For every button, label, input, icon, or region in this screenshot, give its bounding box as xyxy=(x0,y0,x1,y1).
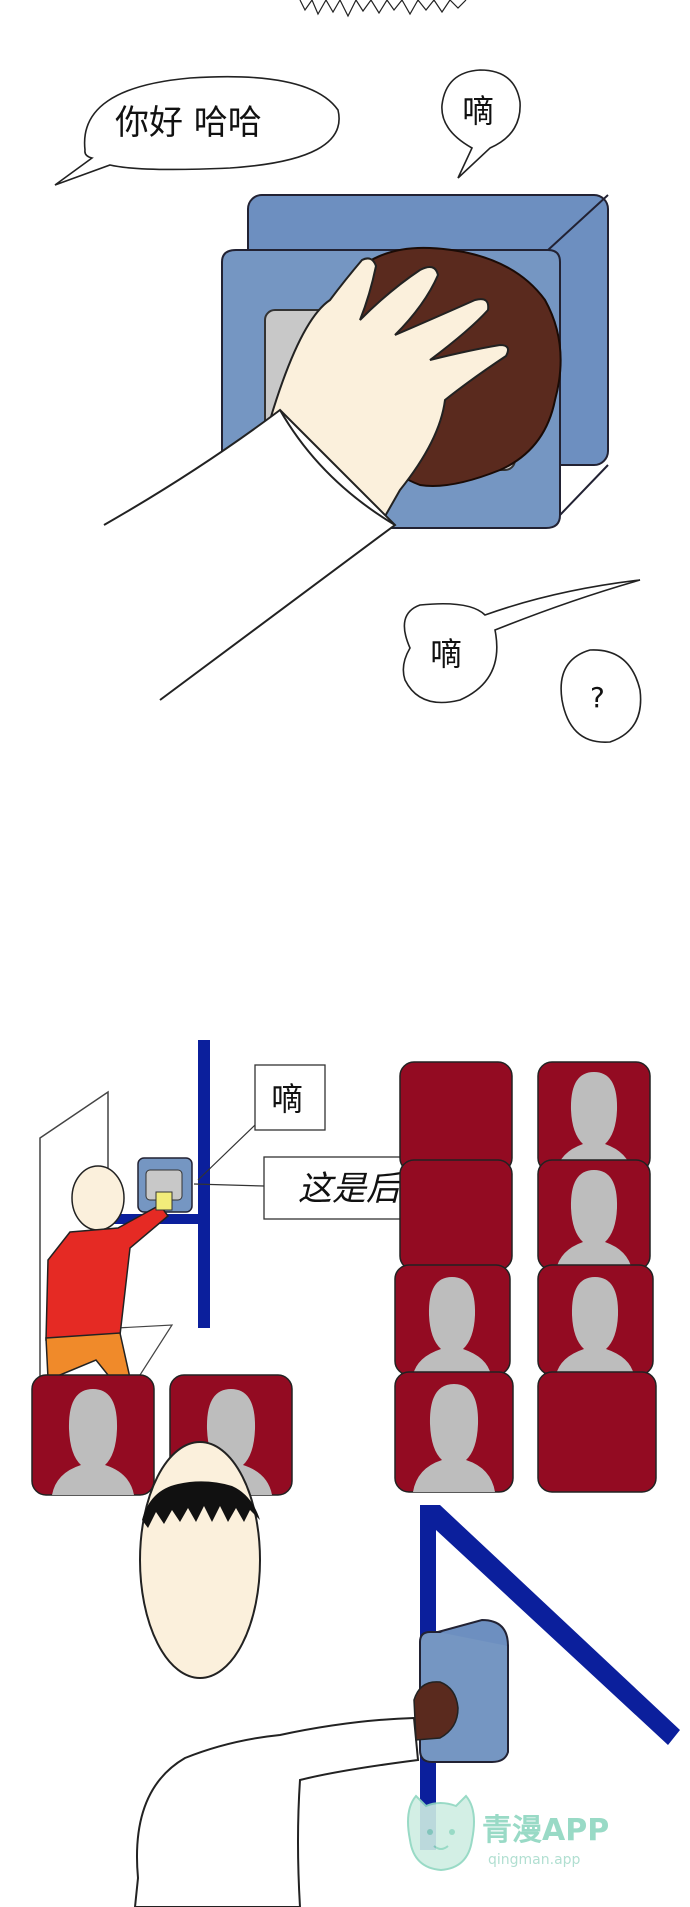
seat xyxy=(537,1371,657,1493)
seat xyxy=(537,1159,651,1271)
panel-1: 你好 哈哈 嘀 嘀 ? xyxy=(54,0,642,743)
hand-tapping xyxy=(103,257,509,701)
watermark: 青漫APP qingman.app xyxy=(407,1794,609,1872)
question-text: ? xyxy=(590,681,605,714)
beep-text-bottom: 嘀 xyxy=(430,635,462,673)
label-box-beep: 嘀 xyxy=(197,1064,326,1181)
burst-lines xyxy=(299,0,467,18)
seat xyxy=(399,1061,513,1173)
seat xyxy=(394,1371,514,1493)
beep-label-text: 嘀 xyxy=(271,1080,303,1118)
beep-text-top: 嘀 xyxy=(462,92,494,130)
watermark-title: 青漫APP xyxy=(482,1813,609,1848)
card-reader-small xyxy=(137,1157,193,1213)
man-hand xyxy=(413,1681,459,1741)
panel-2: 嘀 这是后门 xyxy=(31,1040,657,1496)
boarding-passenger xyxy=(45,1165,173,1381)
speech-bubble-greeting: 你好 哈哈 xyxy=(54,75,340,186)
seat xyxy=(537,1061,651,1173)
greeting-text: 你好 哈哈 xyxy=(115,103,262,143)
speech-bubble-beep-bottom: 嘀 xyxy=(402,579,641,704)
watermark-url: qingman.app xyxy=(488,1852,581,1868)
cat-logo-icon xyxy=(407,1794,475,1872)
panel-3 xyxy=(133,1441,680,1907)
speech-bubble-question: ? xyxy=(560,649,642,743)
seat xyxy=(31,1374,155,1496)
man-tapping-card xyxy=(133,1441,459,1907)
speech-bubble-beep-top: 嘀 xyxy=(441,69,521,179)
seat xyxy=(394,1264,511,1376)
seat xyxy=(399,1159,513,1271)
seat xyxy=(537,1264,654,1376)
man-face xyxy=(139,1441,261,1679)
man-hair xyxy=(142,1481,260,1528)
